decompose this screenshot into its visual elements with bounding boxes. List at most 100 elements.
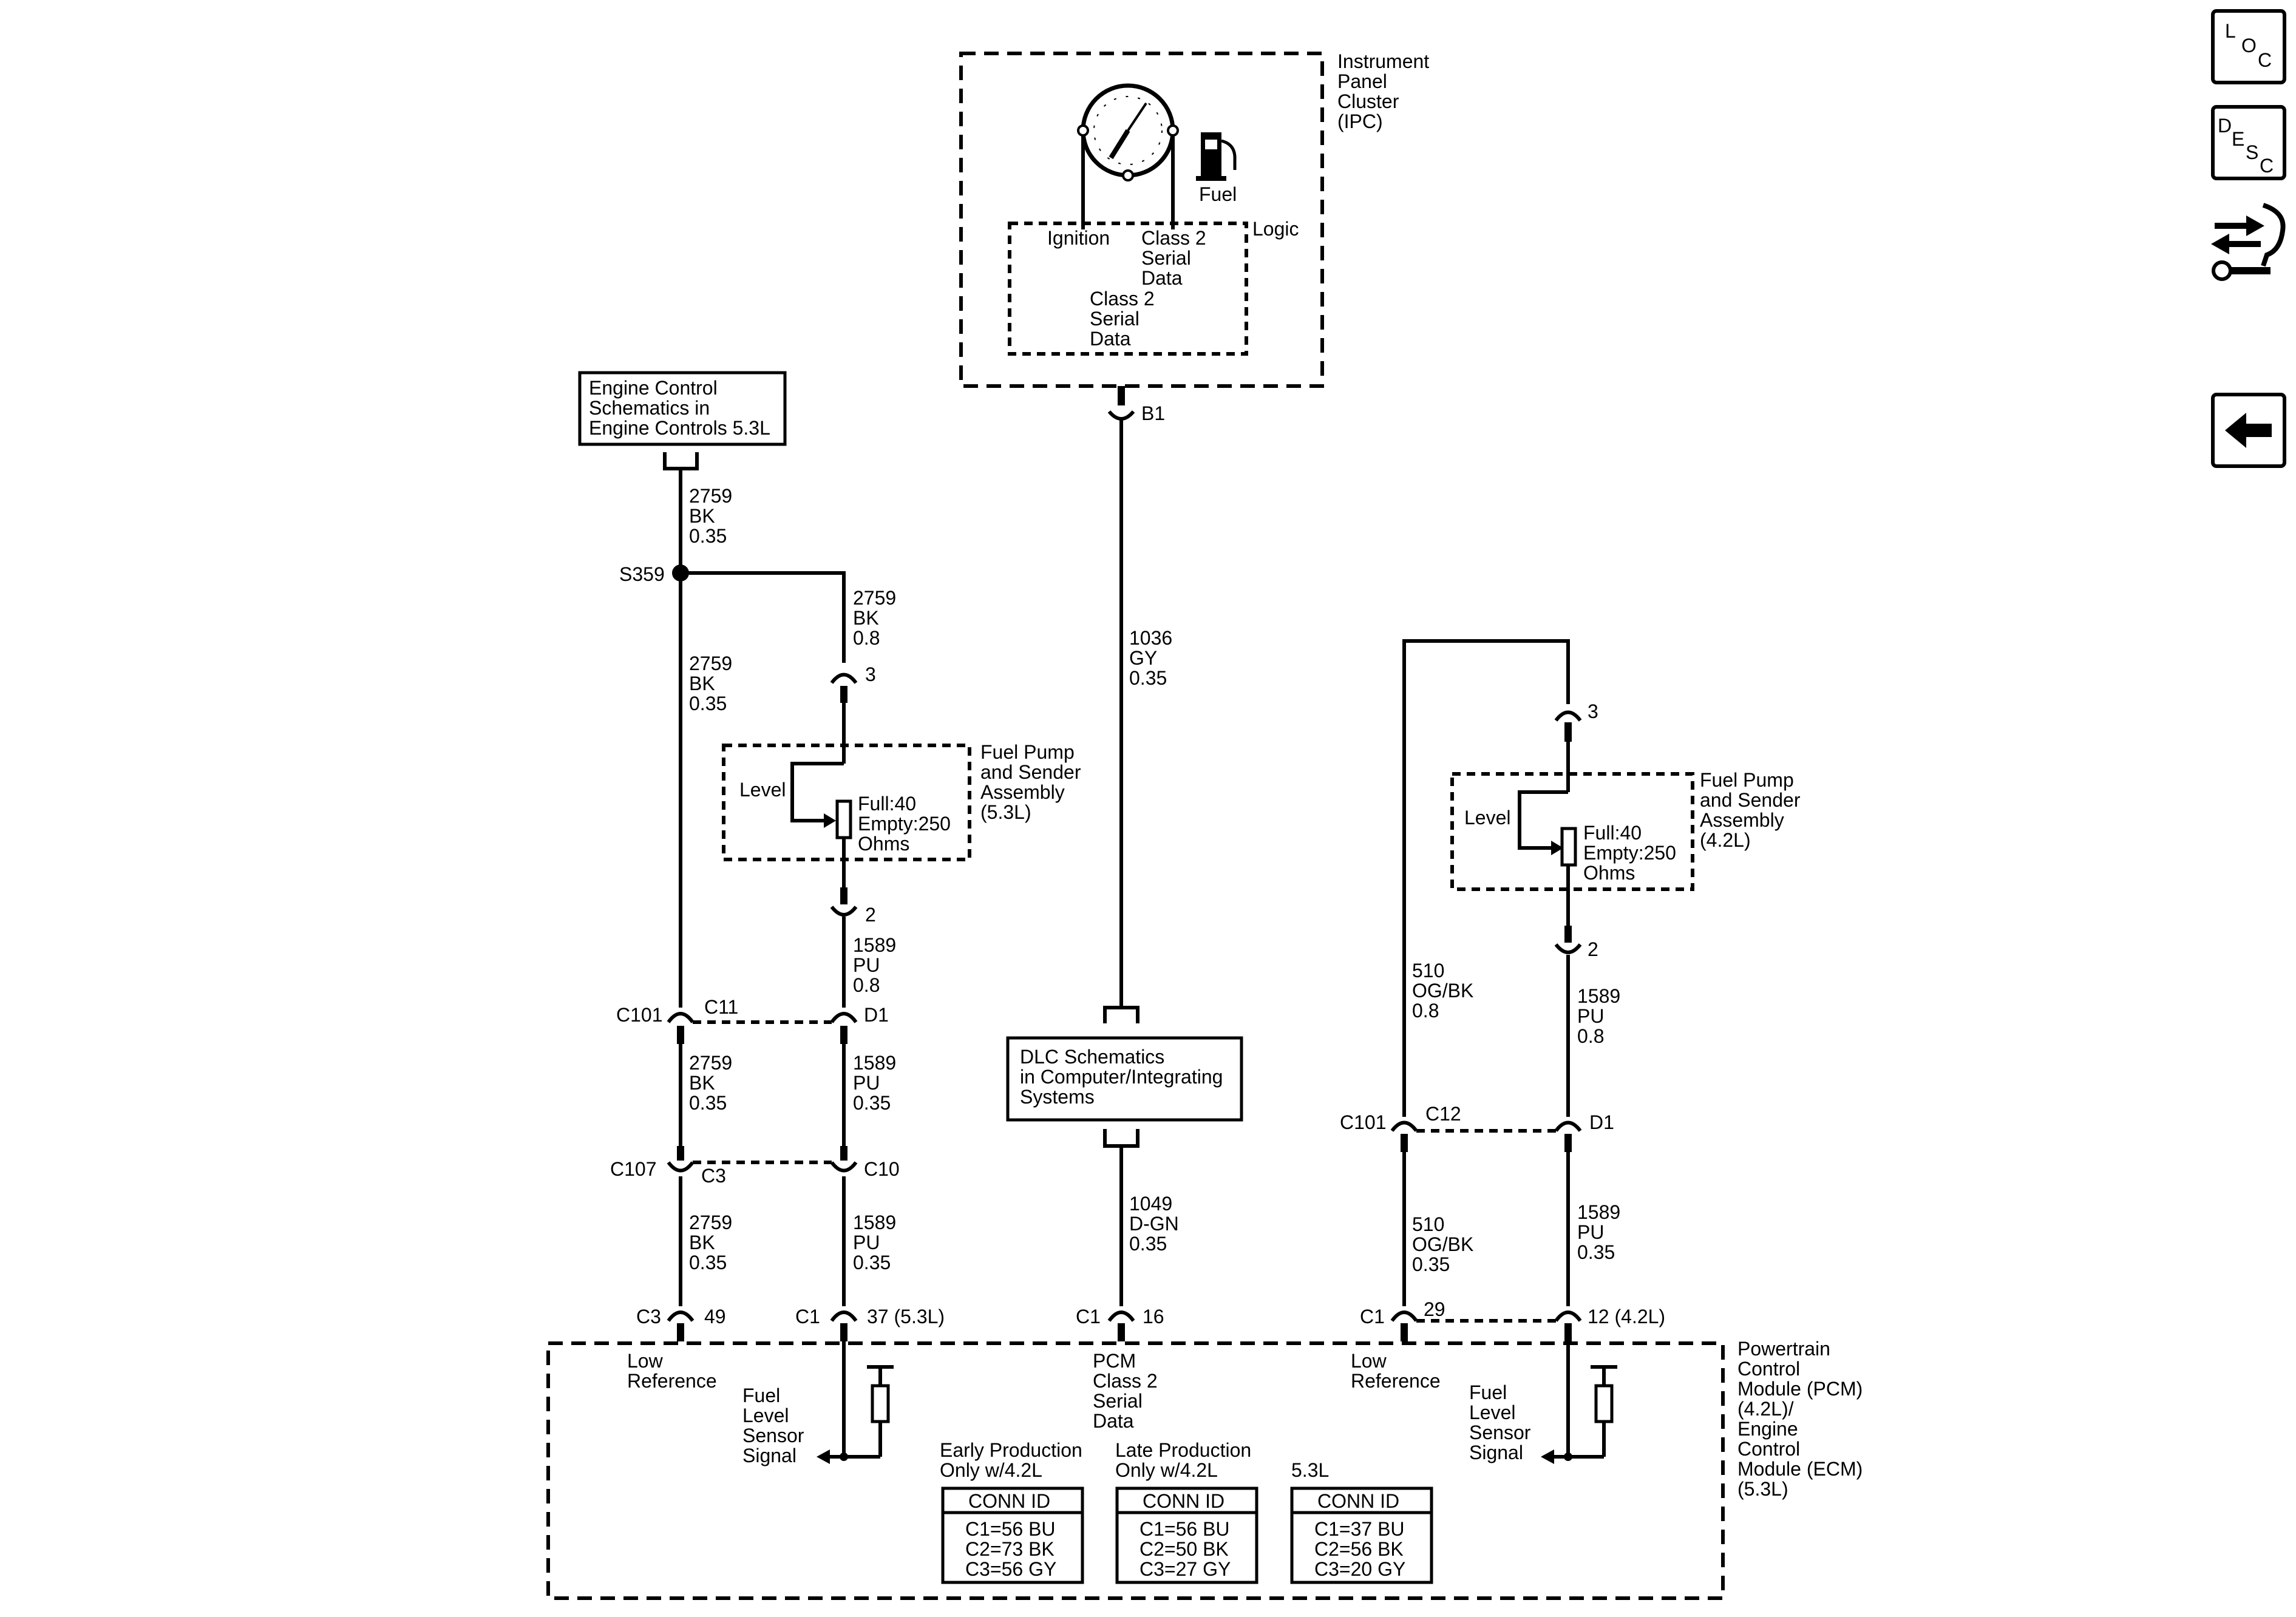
wire-2759-bk-3-label: 2759 BK 0.35 bbox=[689, 1212, 738, 1273]
conn-table-row: C1=37 BU bbox=[1314, 1518, 1405, 1540]
pcm-c1-right-label: C1 bbox=[1360, 1306, 1385, 1327]
desc-button[interactable]: D E S C bbox=[2211, 105, 2286, 180]
c101-label: C101 bbox=[616, 1004, 663, 1026]
conn-table-caption: Only w/4.2L bbox=[1115, 1459, 1218, 1481]
sender-resistor bbox=[835, 799, 852, 839]
connector-repair-icon[interactable] bbox=[2211, 203, 2286, 281]
conn-table-early: Early Production Only w/4.2L CONN ID C1=… bbox=[940, 1439, 1084, 1584]
d1-right-label: D1 bbox=[1589, 1111, 1614, 1133]
pin49-label: 49 bbox=[704, 1306, 726, 1327]
wire-2759-branch-label: 2759 BK 0.8 bbox=[853, 587, 902, 649]
conn-table-caption: Late Production bbox=[1115, 1439, 1251, 1461]
ipc-fuel-label: Fuel bbox=[1199, 183, 1237, 205]
loc-letter: O bbox=[2241, 35, 2257, 56]
wire-1589-pu-1-label: 1589 PU 0.8 bbox=[853, 934, 902, 996]
conn-table-header: CONN ID bbox=[1317, 1490, 1399, 1512]
sender-5-3l-title: Fuel Pump and Sender Assembly (5.3L) bbox=[980, 741, 1086, 823]
wire-510-og-2-label: 510 OG/BK 0.35 bbox=[1412, 1213, 1479, 1275]
c12-label: C12 bbox=[1425, 1103, 1461, 1125]
fuel-pump-icon bbox=[1196, 132, 1237, 181]
desc-button-icon[interactable] bbox=[2211, 105, 2286, 180]
pcm-low-ref-right: Low Reference bbox=[1351, 1350, 1441, 1392]
pcm-c3-label: C3 bbox=[636, 1306, 661, 1327]
fuel-gauge-icon bbox=[1077, 83, 1179, 229]
wire-2759-top-label: 2759 BK 0.35 bbox=[689, 485, 738, 547]
conn-table-row: C3=27 GY bbox=[1140, 1558, 1231, 1580]
sender-5-3l-resistance: Full:40 Empty:250 Ohms bbox=[858, 793, 956, 855]
c107-connector: C107 C3 C10 bbox=[610, 1146, 900, 1187]
pcm-low-ref-left: Low Reference bbox=[627, 1350, 717, 1392]
c10-label: C10 bbox=[864, 1158, 900, 1180]
c101-left-connector: C101 C11 D1 bbox=[616, 996, 889, 1044]
ipc-logic-label: Logic bbox=[1252, 218, 1299, 240]
ipc-title: Instrument Panel Cluster (IPC) bbox=[1337, 50, 1435, 132]
pin12-label: 12 (4.2L) bbox=[1588, 1306, 1665, 1327]
wire-2759-mid-label: 2759 BK 0.35 bbox=[689, 653, 738, 714]
conn-table-row: C2=56 BK bbox=[1314, 1538, 1404, 1560]
conn-table-caption: Only w/4.2L bbox=[940, 1459, 1042, 1481]
pin2-label: 2 bbox=[865, 904, 876, 926]
left-sender-pin2: 2 bbox=[830, 887, 876, 926]
ipc-class2-label-a: Class 2 Serial Data bbox=[1141, 227, 1212, 289]
sender-4-2l-title: Fuel Pump and Sender Assembly (4.2L) bbox=[1700, 769, 1805, 851]
pin16-label: 16 bbox=[1143, 1306, 1164, 1327]
conn-table-caption: Early Production bbox=[940, 1439, 1082, 1461]
c11-label: C11 bbox=[704, 996, 738, 1018]
desc-letter: E bbox=[2232, 128, 2244, 150]
dlc-link-text[interactable]: DLC Schematics in Computer/Integrating S… bbox=[1020, 1046, 1228, 1108]
conn-table-row: C2=73 BK bbox=[965, 1538, 1055, 1560]
c101-right-connector: C101 C12 D1 bbox=[1340, 1103, 1614, 1152]
conn-table-row: C1=56 BU bbox=[1140, 1518, 1230, 1540]
conn-table-5-3l: 5.3L CONN ID C1=37 BU C2=56 BK C3=20 GY bbox=[1290, 1459, 1433, 1584]
pcm-fuel-signal-right: Fuel Level Sensor Signal bbox=[1469, 1381, 1536, 1463]
pcm-right-pullup-circuit bbox=[1541, 1341, 1617, 1464]
wire-1589-pu-3-label: 1589 PU 0.35 bbox=[853, 1212, 902, 1273]
fuel-pump-sender-5-3l: Fuel Pump and Sender Assembly (5.3L) Lev… bbox=[722, 741, 1086, 861]
left-sender-pin3: 3 bbox=[830, 663, 876, 703]
wire-510-og-1-label: 510 OG/BK 0.8 bbox=[1412, 960, 1479, 1022]
engine-controls-link-text[interactable]: Engine Control Schematics in Engine Cont… bbox=[589, 377, 770, 439]
c101-right-label: C101 bbox=[1340, 1111, 1387, 1133]
fuel-pump-sender-4-2l: Fuel Pump and Sender Assembly (4.2L) Lev… bbox=[1450, 769, 1805, 891]
b1-label: B1 bbox=[1141, 402, 1165, 424]
wire-510-og-bk bbox=[1402, 639, 1570, 1117]
conn-table-caption: 5.3L bbox=[1291, 1459, 1329, 1481]
sender-4-2l-resistance: Full:40 Empty:250 Ohms bbox=[1583, 822, 1682, 884]
sender-resistor-right bbox=[1560, 827, 1577, 867]
desc-letter: S bbox=[2246, 141, 2258, 163]
wire-2759-bk-2-label: 2759 BK 0.35 bbox=[689, 1052, 738, 1114]
engine-controls-link[interactable]: Engine Control Schematics in Engine Cont… bbox=[578, 371, 787, 470]
pcm-class2-data: PCM Class 2 Serial Data bbox=[1093, 1350, 1163, 1432]
c3-label: C3 bbox=[701, 1165, 726, 1187]
b1-connector: B1 bbox=[1107, 386, 1165, 424]
d1-label: D1 bbox=[864, 1004, 889, 1026]
conn-table-row: C2=50 BK bbox=[1140, 1538, 1229, 1560]
instrument-panel-cluster: Instrument Panel Cluster (IPC) Fuel Logi… bbox=[959, 50, 1435, 388]
ipc-logic-box bbox=[1008, 222, 1248, 356]
pcm-module: Powertrain Control Module (PCM) (4.2L)/ … bbox=[546, 1338, 1863, 1600]
loc-button-icon[interactable] bbox=[2211, 9, 2286, 84]
ipc-class2-label-b: Class 2 Serial Data bbox=[1090, 288, 1160, 350]
conn-table-header: CONN ID bbox=[1143, 1490, 1224, 1512]
splice-s359-label: S359 bbox=[619, 563, 665, 585]
loc-letter: L bbox=[2225, 20, 2236, 42]
conn-table-row: C1=56 BU bbox=[965, 1518, 1056, 1540]
dlc-schematics-link[interactable]: DLC Schematics in Computer/Integrating S… bbox=[1006, 1006, 1243, 1148]
level-label: Level bbox=[739, 779, 786, 801]
loc-button[interactable]: L O C bbox=[2211, 9, 2286, 84]
desc-letter: C bbox=[2260, 155, 2274, 177]
wire-1049-label: 1049 D-GN 0.35 bbox=[1129, 1193, 1184, 1255]
c107-label: C107 bbox=[610, 1158, 657, 1180]
wire-1036-label: 1036 GY 0.35 bbox=[1129, 627, 1178, 689]
pin3-right-label: 3 bbox=[1588, 700, 1598, 722]
pcm-left-pullup-circuit bbox=[817, 1341, 894, 1464]
wire-2759-branch bbox=[681, 571, 846, 663]
pcm-connectors: C3 49 C1 37 (5.3L) C1 16 C1 29 12 (4.2L) bbox=[636, 1298, 1665, 1341]
pin3-label: 3 bbox=[865, 663, 876, 685]
back-button[interactable] bbox=[2211, 393, 2286, 468]
pin29-label: 29 bbox=[1424, 1298, 1445, 1320]
wire-1589-pu-right-2-label: 1589 PU 0.35 bbox=[1577, 1201, 1626, 1263]
right-sender-pin3: 3 bbox=[1554, 700, 1598, 742]
conn-table-row: C3=20 GY bbox=[1314, 1558, 1405, 1580]
